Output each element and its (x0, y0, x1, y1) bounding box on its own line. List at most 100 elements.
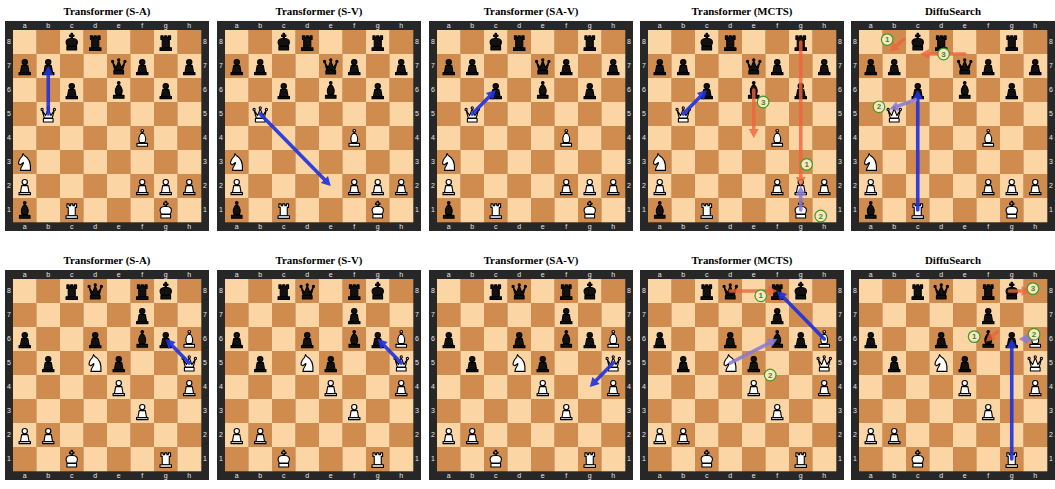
board-coordinate: b (467, 22, 477, 30)
callout-number: 2 (873, 101, 884, 112)
board-coordinate: g (373, 223, 383, 231)
board-coordinate: c (702, 22, 712, 30)
board-coordinate: e (114, 271, 124, 279)
board-coordinate: d (514, 472, 524, 480)
board-coordinate: 3 (1047, 158, 1055, 166)
board-coordinate: 4 (5, 383, 13, 391)
board-coordinate: 8 (201, 38, 209, 46)
board-coordinate: f (772, 22, 782, 30)
panel-title: Transformer (S-A) (5, 4, 209, 21)
board-coordinate: 4 (429, 134, 437, 142)
board-coordinate: 5 (1047, 110, 1055, 118)
board-coordinate: 7 (413, 62, 421, 70)
board-coordinate: 4 (640, 134, 648, 142)
board-coordinate: d (936, 22, 946, 30)
board-coordinate: c (67, 472, 77, 480)
board-coordinate: 3 (201, 407, 209, 415)
board-coordinate: d (302, 223, 312, 231)
board-coordinate: h (396, 271, 406, 279)
board-coordinate: 3 (625, 158, 633, 166)
board-coordinate: 3 (429, 158, 437, 166)
board-coordinate: 6 (851, 335, 859, 343)
board-coordinate: f (349, 271, 359, 279)
board-coordinate: b (678, 223, 688, 231)
board-coordinate: 5 (217, 359, 225, 367)
board-coordinate: 4 (1047, 134, 1055, 142)
panel-title: Transformer (SA-V) (429, 253, 633, 270)
board-coordinate: 8 (429, 38, 437, 46)
board-coordinate: 1 (201, 206, 209, 214)
board-coordinate: f (772, 472, 782, 480)
board-coordinate: 3 (201, 158, 209, 166)
board-coordinate: a (444, 22, 454, 30)
board-coordinate: g (1007, 271, 1017, 279)
callout-number: 1 (882, 34, 893, 45)
panel-title: Transformer (MCTS) (640, 253, 844, 270)
board-coordinate: g (585, 271, 595, 279)
chess-board (217, 270, 421, 480)
board-coordinate: h (1030, 22, 1040, 30)
board-coordinate: 2 (217, 182, 225, 190)
board-coordinate: g (796, 223, 806, 231)
board-coordinate: 1 (1047, 206, 1055, 214)
board-coordinate: c (67, 223, 77, 231)
callout-number: 1 (801, 159, 812, 170)
board-coordinate: 3 (1047, 407, 1055, 415)
board-coordinate: 6 (5, 86, 13, 94)
board-coordinate: h (608, 271, 618, 279)
board-coordinate: 2 (413, 182, 421, 190)
board-coordinate: c (491, 271, 501, 279)
board-coordinate: f (772, 271, 782, 279)
board-coordinate: 7 (5, 311, 13, 319)
chess-board-panel: Transformer (S-V)abcdefgh876543218765432… (217, 4, 421, 231)
callout-number: 1 (969, 331, 980, 342)
board-coordinate: 6 (413, 86, 421, 94)
board-coordinate: b (889, 22, 899, 30)
board-coordinate: 7 (201, 62, 209, 70)
board-coordinate: d (302, 22, 312, 30)
board-coordinate: g (161, 271, 171, 279)
panel-title: Transformer (MCTS) (640, 4, 844, 21)
board-coordinate: 2 (5, 431, 13, 439)
board-coordinate: g (796, 271, 806, 279)
board-coordinate: 3 (217, 158, 225, 166)
board-coordinate: d (514, 271, 524, 279)
board-coordinate: 1 (217, 455, 225, 463)
board-coordinate: a (232, 472, 242, 480)
board-coordinate: f (983, 271, 993, 279)
board-coordinate: d (90, 472, 100, 480)
chess-board (851, 21, 1055, 231)
board-coordinate: 3 (851, 407, 859, 415)
panel-title: Transformer (S-V) (217, 4, 421, 21)
panel-title: Transformer (S-V) (217, 253, 421, 270)
board-coordinate: g (373, 472, 383, 480)
board-coordinate: 8 (201, 287, 209, 295)
board-coordinate: 5 (5, 110, 13, 118)
board-coordinate: 8 (1047, 38, 1055, 46)
board-coordinate: 3 (625, 407, 633, 415)
board-coordinate: 6 (1047, 335, 1055, 343)
board-coordinate: 6 (836, 335, 844, 343)
board-coordinate: 7 (851, 62, 859, 70)
board-coordinate: e (538, 223, 548, 231)
chess-board-panel: Transformer (SA-V)abcdefgh87654321876543… (429, 4, 633, 231)
board-coordinate: 8 (851, 287, 859, 295)
board-coordinate: 5 (413, 359, 421, 367)
board-coordinate: 2 (217, 431, 225, 439)
board-coordinate: 4 (413, 134, 421, 142)
chess-board (851, 270, 1055, 480)
board-coordinate: h (608, 223, 618, 231)
board-coordinate: 1 (5, 455, 13, 463)
board-coordinate: a (444, 223, 454, 231)
board-coordinate: a (866, 223, 876, 231)
board-coordinate: 4 (851, 134, 859, 142)
board-coordinate: b (889, 223, 899, 231)
board-coordinate: 5 (640, 359, 648, 367)
board-coordinate: e (749, 472, 759, 480)
board-coordinate: 3 (640, 407, 648, 415)
board-coordinate: 4 (201, 134, 209, 142)
chess-board (429, 21, 633, 231)
board-coordinate: a (444, 472, 454, 480)
board-coordinate: a (232, 271, 242, 279)
board-coordinate: c (913, 271, 923, 279)
